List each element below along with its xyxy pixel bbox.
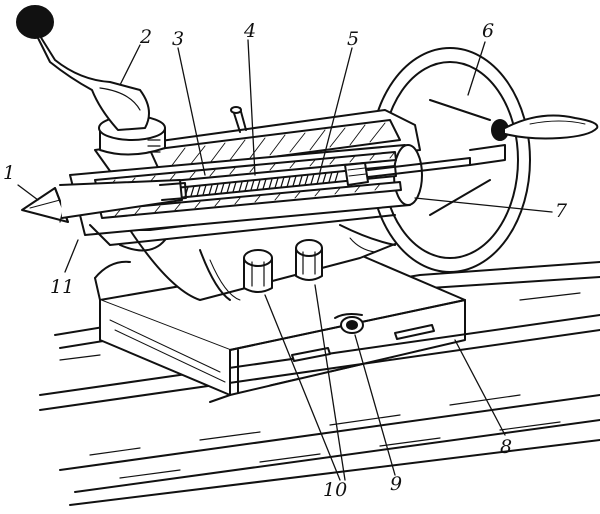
callout-9: 9 — [390, 473, 403, 495]
quill-sleeve — [69, 144, 423, 252]
callout-2: 2 — [140, 26, 153, 48]
taper-bore — [59, 179, 183, 219]
adjusting-bolts — [243, 239, 323, 293]
locking-screw — [334, 313, 364, 334]
callout-6: 6 — [482, 20, 495, 42]
leader-lines — [17, 39, 553, 481]
callout-5: 5 — [347, 28, 360, 50]
clamp-lever — [16, 5, 150, 131]
top-bolt — [230, 106, 247, 133]
callout-8: 8 — [500, 436, 513, 458]
callout-11: 11 — [50, 276, 75, 298]
callout-7: 7 — [555, 200, 568, 222]
callout-10: 10 — [323, 479, 348, 501]
callout-1: 1 — [3, 162, 16, 184]
drift — [159, 182, 187, 201]
lead-screw — [174, 144, 506, 199]
callout-4: 4 — [244, 20, 257, 42]
callout-3: 3 — [172, 28, 185, 50]
